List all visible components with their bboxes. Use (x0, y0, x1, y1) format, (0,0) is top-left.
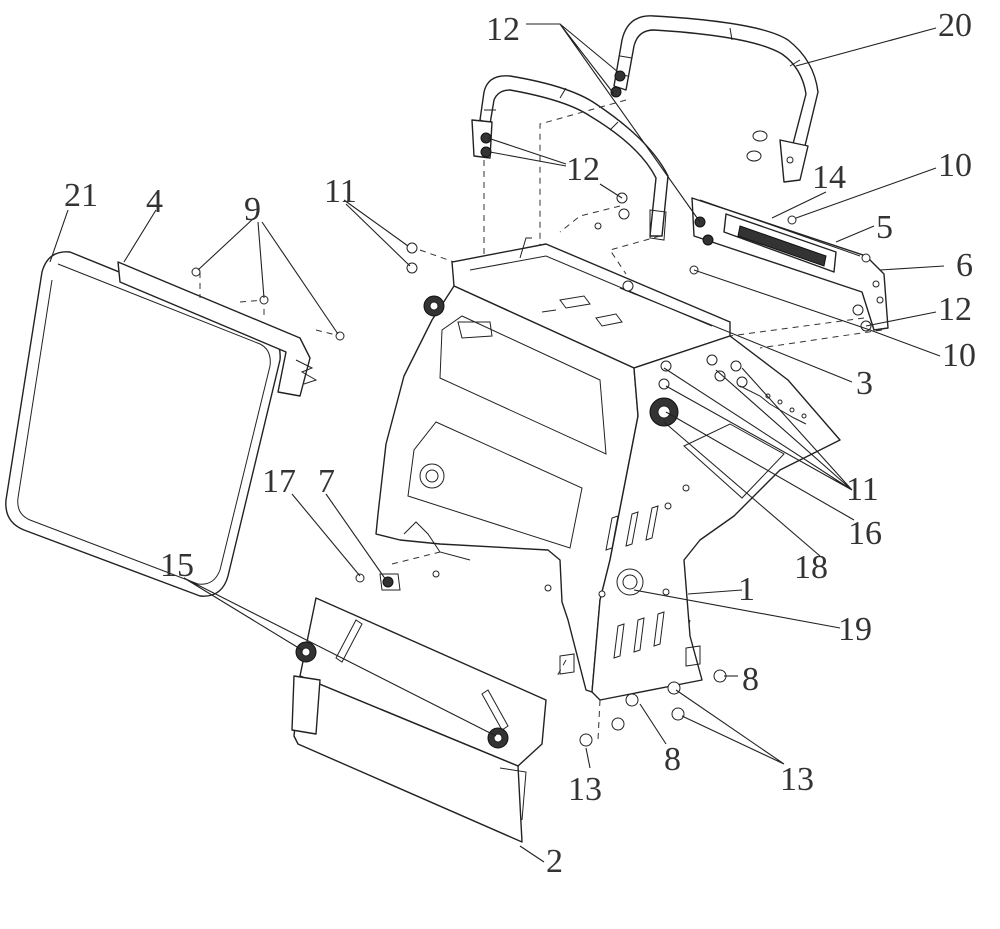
callout-10: 10 (942, 337, 976, 374)
callout-14: 14 (812, 159, 846, 196)
callout-4: 4 (146, 183, 163, 220)
callout-6: 6 (956, 247, 973, 284)
washer-part-13 (579, 681, 685, 747)
callout-13: 13 (780, 761, 814, 798)
bolt-part-7 (355, 573, 394, 588)
callout-20: 20 (938, 7, 972, 44)
callout-5: 5 (876, 209, 893, 246)
front-plate-part-2 (291, 597, 547, 843)
upper-handle-part-20 (613, 15, 819, 183)
cushion-pad-part-21 (5, 251, 281, 597)
callout-2: 2 (546, 843, 563, 880)
callout-10: 10 (938, 147, 972, 184)
callout-8: 8 (742, 661, 759, 698)
star-knob-part-16 (649, 397, 679, 427)
rear-bracket-part-6 (691, 197, 889, 332)
callout-18: 18 (794, 549, 828, 586)
callout-17: 17 (262, 463, 296, 500)
callout-3: 3 (856, 365, 873, 402)
callout-15: 15 (160, 547, 194, 584)
star-knob-left (423, 295, 445, 317)
bolt-part-11 (406, 242, 418, 274)
callout-19: 19 (838, 611, 872, 648)
callout-11: 11 (324, 173, 357, 210)
nut-part-12 (610, 70, 626, 98)
main-frame-part-1 (375, 285, 841, 701)
callout-8: 8 (664, 741, 681, 778)
callout-1: 1 (738, 571, 755, 608)
nut-part-12 (694, 216, 714, 246)
callout-11: 11 (846, 471, 879, 508)
bolt-part-8 (611, 669, 727, 731)
callout-12: 12 (938, 291, 972, 328)
callout-21: 21 (64, 177, 98, 214)
bolt-part-10 (787, 215, 871, 263)
callout-9: 9 (244, 191, 261, 228)
callout-12: 12 (566, 151, 600, 188)
callout-12: 12 (486, 11, 520, 48)
callout-16: 16 (848, 515, 882, 552)
nut-part-12 (480, 132, 492, 158)
callout-13: 13 (568, 771, 602, 808)
fasteners (355, 70, 871, 747)
bolt-part-3 (622, 265, 699, 292)
callout-7: 7 (318, 463, 335, 500)
leader-lines (49, 23, 945, 863)
callout-labels: 21 4 9 11 12 12 20 14 10 5 6 12 10 3 11 … (64, 7, 976, 880)
